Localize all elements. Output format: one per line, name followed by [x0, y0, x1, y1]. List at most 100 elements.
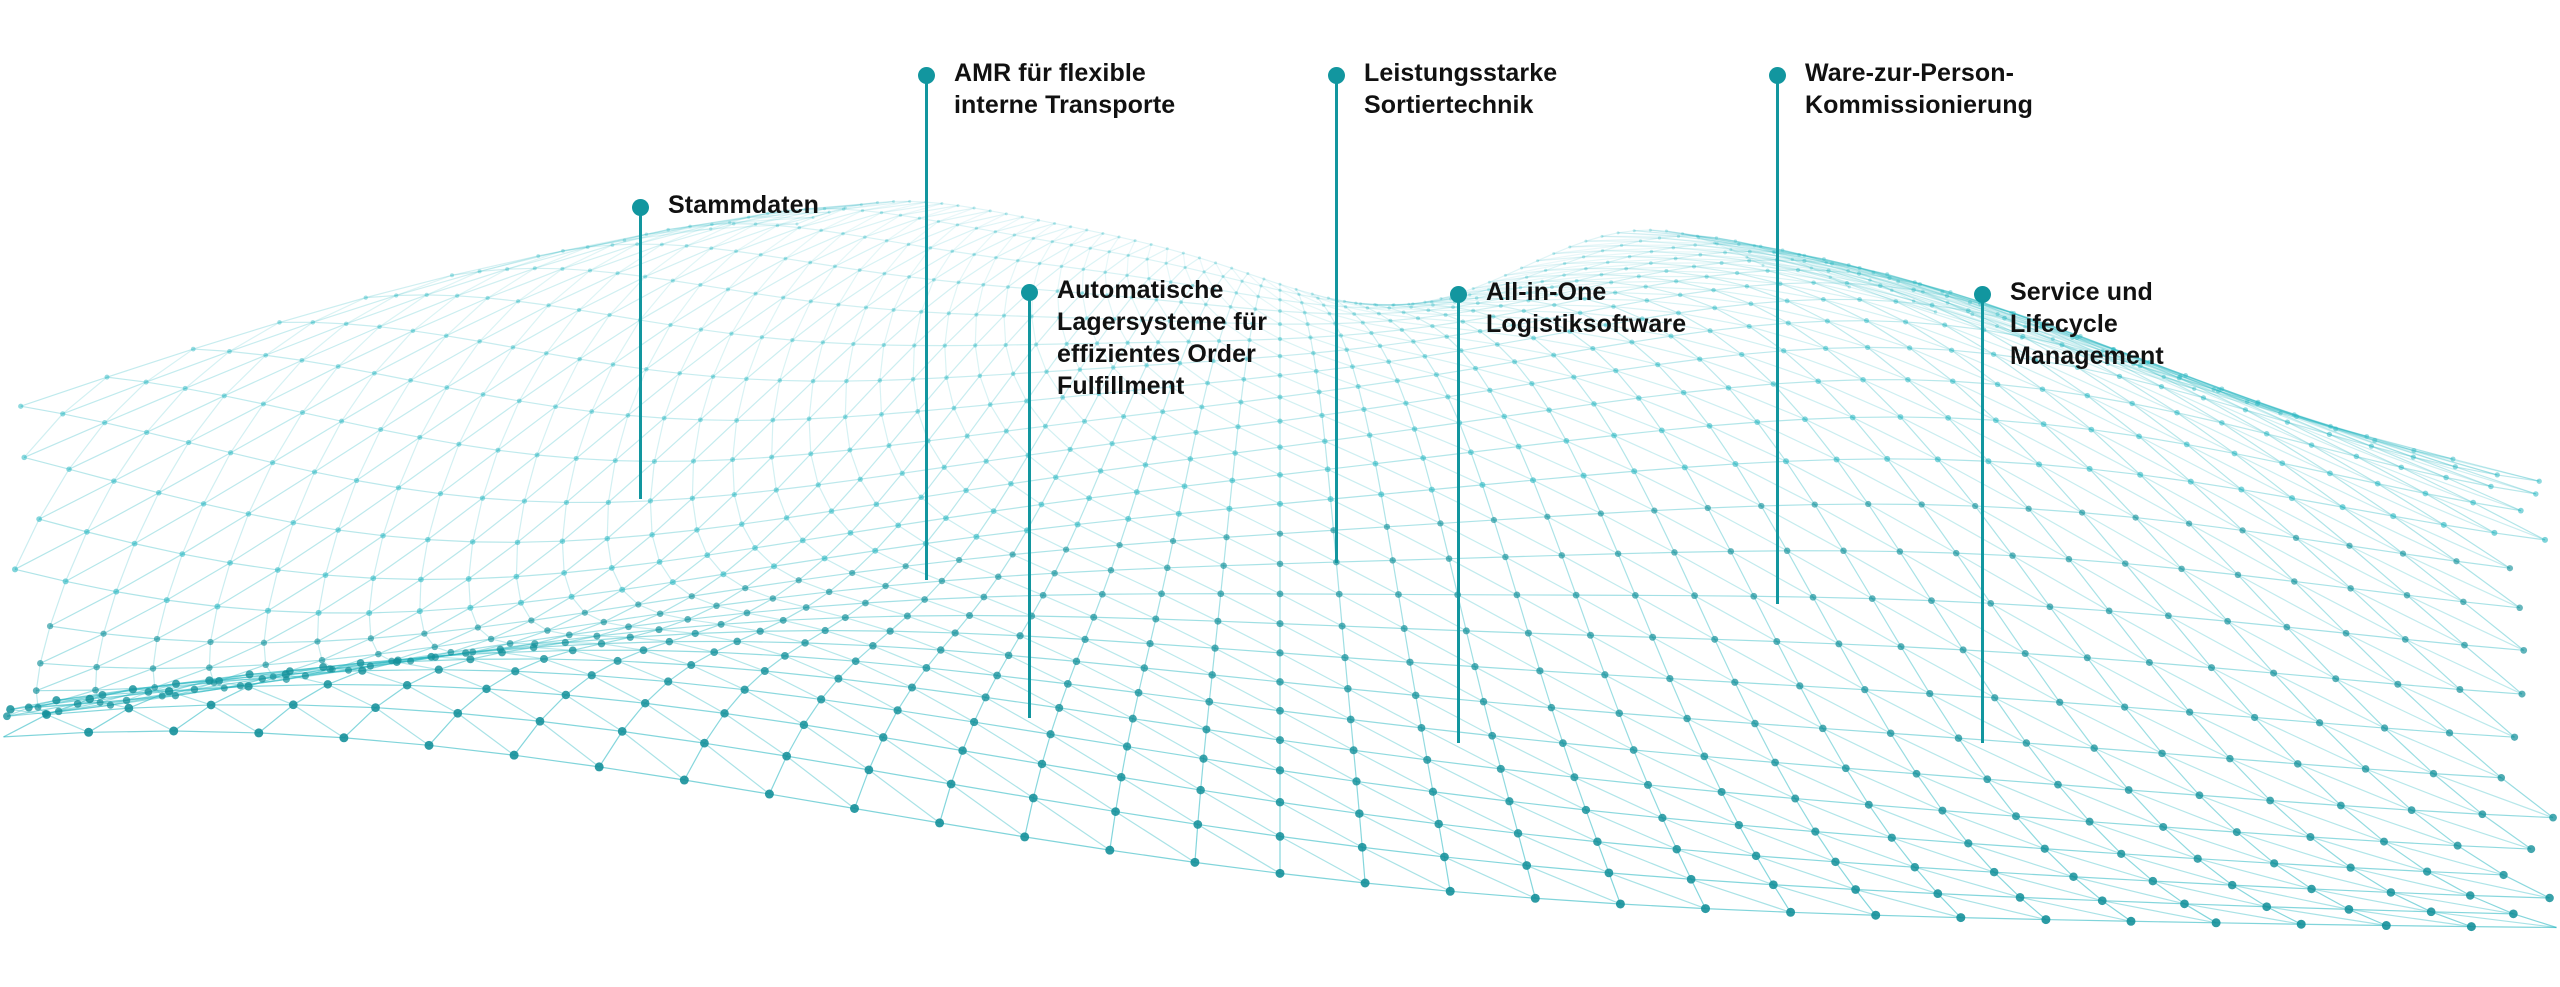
- mesh-line: [2236, 831, 2311, 838]
- mesh-line: [380, 428, 420, 438]
- mesh-line: [1848, 264, 1943, 293]
- mesh-line: [658, 628, 696, 635]
- mesh-line: [1600, 513, 1619, 554]
- mesh-line: [314, 429, 382, 473]
- mesh-node: [1546, 407, 1552, 413]
- mesh-line: [2296, 416, 2414, 458]
- mesh-line: [1827, 320, 1910, 349]
- mesh-line: [714, 651, 785, 657]
- mesh-line: [1052, 229, 1087, 243]
- mesh-node: [1700, 752, 1709, 761]
- mesh-line: [1746, 283, 1781, 287]
- mesh-line: [1039, 241, 1053, 264]
- mesh-line: [1169, 320, 1198, 323]
- mesh-node: [1020, 215, 1024, 219]
- mesh-node: [2251, 713, 2259, 722]
- mesh-node: [1487, 287, 1491, 292]
- mesh-line: [2072, 337, 2148, 364]
- mesh-line: [517, 269, 591, 302]
- mesh-line: [1041, 763, 1122, 778]
- mesh-line: [209, 642, 265, 669]
- mesh-line: [876, 496, 922, 505]
- mesh-line: [805, 204, 862, 210]
- mesh-node: [981, 693, 990, 702]
- mesh-line: [1208, 674, 1213, 702]
- mesh-line: [2287, 421, 2330, 435]
- mesh-line: [1167, 248, 1184, 254]
- mesh-node: [1369, 330, 1374, 336]
- mesh-line: [1340, 335, 1348, 350]
- mesh-line: [1469, 292, 1499, 296]
- label-line: Management: [2010, 342, 2164, 370]
- mesh-line: [2257, 403, 2330, 435]
- mesh-node: [498, 648, 506, 657]
- mesh-line: [470, 651, 503, 660]
- mesh-node: [1399, 327, 1405, 333]
- mesh-line: [2139, 365, 2246, 411]
- mesh-node: [1433, 372, 1439, 378]
- mesh-line: [2024, 653, 2061, 703]
- mesh-node: [2262, 902, 2272, 912]
- mesh-line: [1258, 295, 1281, 301]
- mesh-node: [322, 572, 329, 578]
- mesh-node: [1864, 800, 1873, 809]
- mesh-line: [1223, 537, 1228, 566]
- mesh-line: [1794, 798, 1816, 832]
- mesh-line: [700, 293, 756, 331]
- mesh-line: [1753, 595, 1814, 598]
- mesh-line: [193, 348, 230, 353]
- mesh-line: [531, 596, 572, 621]
- mesh-node: [315, 609, 322, 616]
- mesh-line: [1721, 262, 1799, 271]
- mesh-line: [1811, 267, 1914, 302]
- mesh-line: [1247, 272, 1265, 280]
- mesh-node: [335, 364, 341, 369]
- mesh-line: [2231, 884, 2268, 908]
- mesh-line: [2026, 742, 2095, 749]
- mesh-node: [851, 657, 860, 666]
- mesh-node: [1259, 284, 1263, 288]
- mesh-line: [524, 500, 567, 504]
- mesh-node: [392, 657, 401, 666]
- mesh-line: [919, 217, 939, 223]
- mesh-node: [635, 601, 642, 608]
- mesh-node: [782, 751, 792, 761]
- mesh-node: [643, 274, 648, 279]
- mesh-line: [104, 422, 147, 433]
- mesh-node: [908, 199, 912, 203]
- mesh-line: [1724, 251, 1805, 262]
- mesh-node: [62, 578, 69, 585]
- mesh-line: [263, 642, 267, 665]
- mesh-node: [1250, 321, 1255, 326]
- mesh-node: [1968, 300, 1972, 305]
- mesh-line: [786, 755, 869, 771]
- mesh-line: [1060, 244, 1072, 267]
- mesh-line: [267, 610, 319, 614]
- mesh-line: [1554, 304, 1614, 308]
- mesh-node: [922, 663, 931, 672]
- mesh-line: [1638, 392, 1684, 399]
- mesh-line: [1774, 251, 1833, 265]
- mesh-line: [1647, 784, 1663, 819]
- mesh-line: [1392, 560, 1400, 595]
- mesh-line: [267, 574, 326, 612]
- mesh-line: [515, 670, 592, 676]
- mesh-line: [2089, 821, 2198, 860]
- mesh-node: [182, 385, 188, 391]
- mesh-line: [375, 707, 430, 746]
- mesh-node: [2009, 310, 2014, 315]
- mesh-node: [1193, 429, 1199, 435]
- mesh-line: [1547, 512, 1601, 518]
- mesh-node: [2238, 486, 2245, 493]
- mesh-line: [1200, 758, 1205, 791]
- mesh-line: [2004, 317, 2041, 328]
- mesh-line: [864, 217, 920, 238]
- mesh-line: [1921, 504, 1957, 554]
- mesh-line: [1192, 271, 1205, 286]
- mesh-line: [258, 732, 344, 739]
- mesh-line: [1279, 801, 1363, 848]
- mesh-node: [1383, 523, 1391, 530]
- mesh-node: [1758, 244, 1763, 249]
- mesh-line: [301, 359, 339, 368]
- mesh-line: [545, 309, 580, 354]
